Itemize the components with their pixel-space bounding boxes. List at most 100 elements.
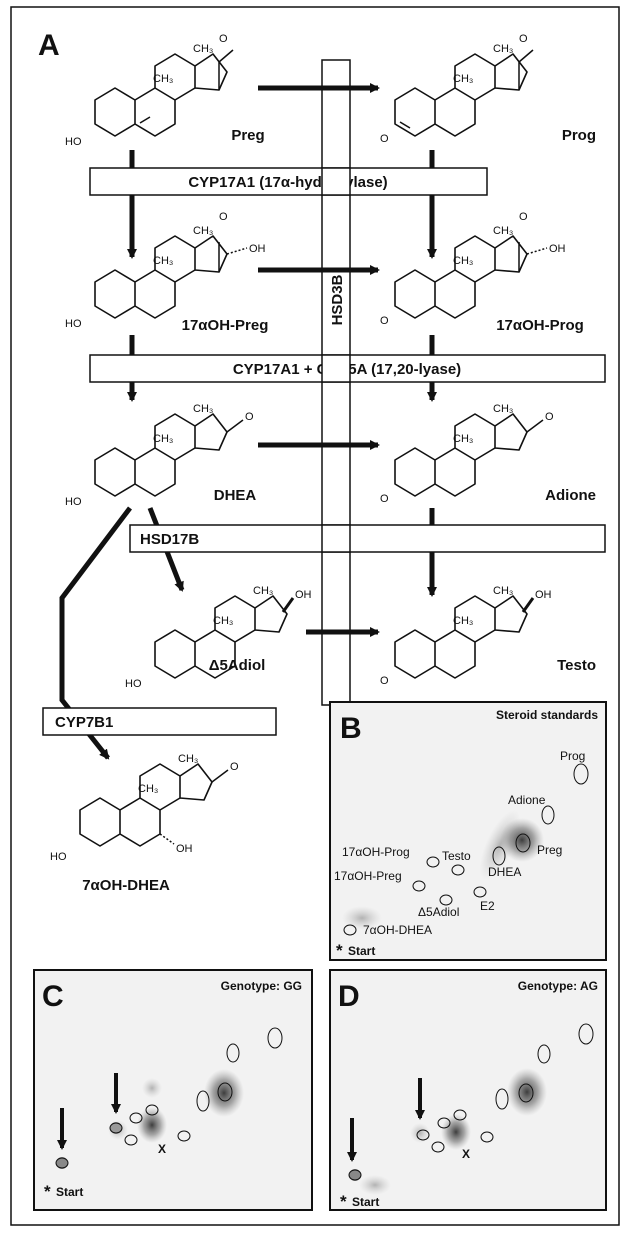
tlc-plate-c [33,969,313,1211]
panel-a-letter: A [38,29,60,62]
label-17aoh-preg: 17αOH-Preg [182,317,269,334]
cyp17-hydroxylase-box [89,167,488,196]
label-d5adiol: Δ5Adiol [209,657,266,674]
svg-text:CH₃: CH₃ [153,433,173,445]
start-asterisk-icon: * [336,941,343,960]
panel-b: B Steroid standards Prog Adione Preg DHE… [329,701,607,961]
spot-label-testo: Testo [442,849,471,863]
molecule-adione: O O CH₃ CH₃ [380,403,554,505]
svg-text:O: O [245,411,254,423]
spot-label-17aoh-preg: 17αOH-Preg [334,869,402,883]
molecule-preg: HO CH₃ CH₃ O [65,33,234,148]
spot-adione [541,805,555,825]
svg-text:O: O [230,761,239,773]
svg-text:CH₃: CH₃ [138,783,158,795]
spot-dhea [492,846,506,866]
svg-text:CH₃: CH₃ [193,43,213,55]
spot-17aoh-prog [426,856,440,868]
svg-text:CH₃: CH₃ [178,753,198,765]
panel-c-title: Genotype: GG [221,979,302,993]
svg-text:CH₃: CH₃ [193,225,213,237]
molecule-testo: O OH CH₃ CH₃ [380,585,552,687]
svg-text:OH: OH [295,589,312,601]
cyp7b1-label: CYP7B1 [55,714,113,731]
svg-text:HO: HO [65,496,82,508]
svg-text:CH₃: CH₃ [213,615,233,627]
panel-d-title: Genotype: AG [518,979,598,993]
spot-label-dhea: DHEA [488,865,521,879]
molecule-prog: O CH₃ CH₃ O [380,33,534,145]
svg-text:O: O [380,133,389,145]
spot-testo [451,864,465,876]
start-asterisk-icon: * [44,1182,51,1201]
panel-c-letter: C [42,980,64,1013]
hsd17b-box [129,524,606,553]
panel-c-x-label: X [158,1142,166,1156]
spot-label-preg: Preg [537,843,562,857]
label-preg: Preg [231,127,264,144]
svg-text:HO: HO [65,136,82,148]
panel-d: D Genotype: AG X * Start [329,969,607,1211]
spot-label-17aoh-prog: 17αOH-Prog [342,845,410,859]
spot-prog [573,763,589,785]
svg-text:HO: HO [125,678,142,690]
panel-b-title: Steroid standards [496,708,598,722]
hsd17b-label: HSD17B [140,531,199,548]
label-testo: Testo [557,657,596,674]
svg-text:CH₃: CH₃ [453,255,473,267]
molecule-17aoh-prog: O OH CH₃ CH₃ O [380,211,566,327]
svg-text:HO: HO [65,318,82,330]
cyp7b1-box [42,707,277,736]
svg-text:O: O [219,211,228,223]
spot-label-adione: Adione [508,793,546,807]
svg-text:O: O [519,211,528,223]
molecule-d5adiol: HO OH CH₃ CH₃ [125,585,312,690]
panel-b-letter: B [340,712,362,745]
svg-text:CH₃: CH₃ [493,585,513,597]
panel-c-start: Start [56,1185,83,1199]
svg-text:CH₃: CH₃ [253,585,273,597]
spot-7aoh-dhea [343,924,357,936]
svg-text:CH₃: CH₃ [493,225,513,237]
svg-text:CH₃: CH₃ [453,615,473,627]
molecule-7aoh-dhea: HO OH O CH₃ CH₃ [50,753,239,863]
svg-text:O: O [519,33,528,45]
svg-text:CH₃: CH₃ [193,403,213,415]
label-17aoh-prog: 17αOH-Prog [496,317,584,334]
svg-text:O: O [545,411,554,423]
svg-text:OH: OH [535,589,552,601]
svg-text:CH₃: CH₃ [493,43,513,55]
spot-label-e2: E2 [480,899,495,913]
spot-label-d5adiol: Δ5Adiol [418,905,459,919]
svg-text:CH₃: CH₃ [453,73,473,85]
panel-c: C Genotype: GG X * Start [33,969,313,1211]
molecule-17aoh-preg: HO OH CH₃ CH₃ O [65,211,266,330]
svg-text:CH₃: CH₃ [153,73,173,85]
svg-text:HO: HO [50,851,67,863]
tlc-plate-d [329,969,607,1211]
panel-b-start: Start [348,944,375,958]
panel-d-start: Start [352,1195,379,1209]
label-prog: Prog [562,127,596,144]
svg-text:O: O [380,315,389,327]
svg-text:O: O [380,675,389,687]
label-7aoh-dhea: 7αOH-DHEA [82,877,170,894]
spot-label-prog: Prog [560,749,585,763]
spot-e2 [473,886,487,898]
svg-text:O: O [380,493,389,505]
svg-text:OH: OH [249,243,266,255]
spot-17aoh-preg [412,880,426,892]
spot-d5adiol [439,894,453,906]
cyp17-hydroxylase-label: CYP17A1 (17α-hydroxylase) [188,174,387,191]
svg-text:OH: OH [176,843,193,855]
molecule-dhea: HO O CH₃ CH₃ [65,403,254,508]
svg-text:CH₃: CH₃ [493,403,513,415]
spot-preg [515,833,531,853]
svg-text:CH₃: CH₃ [153,255,173,267]
hsd3b-label: HSD3B [329,274,346,325]
panel-d-x-label: X [462,1147,470,1161]
spot-label-7aoh-dhea: 7αOH-DHEA [363,923,432,937]
svg-text:O: O [219,33,228,45]
label-dhea: DHEA [214,487,257,504]
